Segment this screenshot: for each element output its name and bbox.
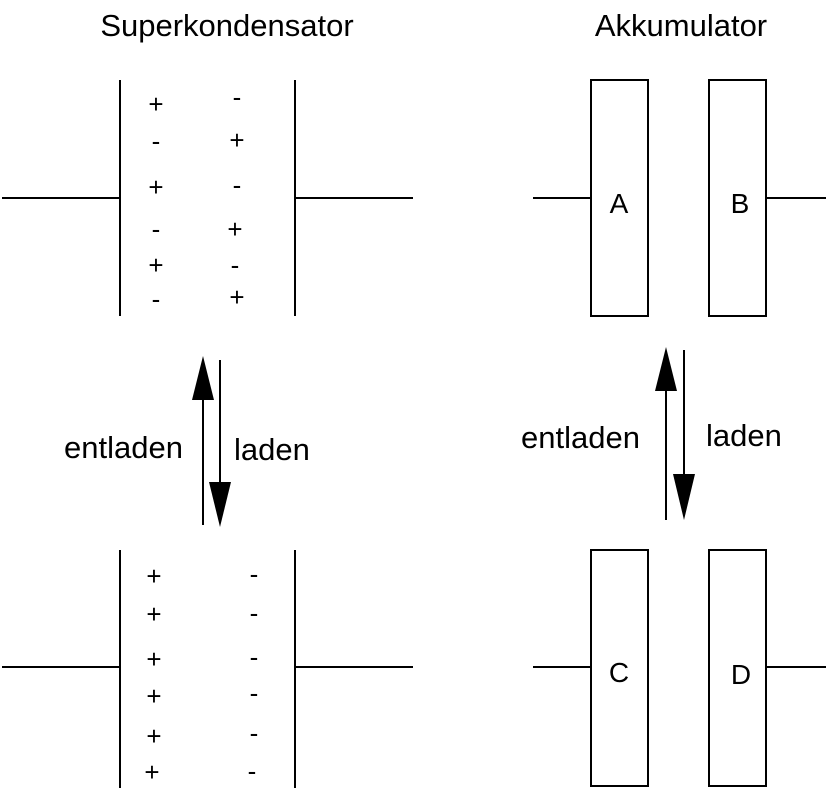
charge-sign: - (152, 214, 161, 244)
battery-charge-label: laden (706, 418, 782, 453)
charge-sign: - (250, 678, 259, 708)
charge-arrow-head (209, 482, 231, 527)
electrode-b-label: B (731, 188, 750, 219)
charge-sign: - (250, 642, 259, 672)
charge-sign: + (146, 561, 161, 591)
charge-sign: - (152, 126, 161, 156)
battery-discharged: C D (533, 549, 826, 787)
charge-sign: + (148, 172, 163, 202)
charge-sign: - (152, 284, 161, 314)
supercap-charge-label: laden (234, 432, 310, 467)
electrode-d (708, 549, 767, 787)
electrode-c-label: C (609, 657, 629, 688)
charge-arrow-head (673, 474, 695, 520)
charge-sign: + (146, 721, 161, 751)
charge-sign: - (233, 170, 242, 200)
charge-sign: - (250, 559, 259, 589)
discharge-arrow-head (655, 347, 677, 391)
battery-discharge-label: entladen (521, 420, 640, 455)
charge-sign: + (148, 250, 163, 280)
charge-sign: - (231, 250, 240, 280)
electrode-b (708, 79, 767, 317)
charge-sign: - (250, 718, 259, 748)
electrode-d-label: D (731, 659, 751, 690)
battery-charged: A B (533, 79, 826, 317)
electrode-a-label: A (610, 188, 629, 219)
supercap-charged: + - + - + - - + - + - + (2, 80, 413, 316)
electrode-c (590, 549, 649, 787)
electrode-a (590, 79, 649, 317)
charge-sign: + (229, 282, 244, 312)
charge-sign: + (227, 214, 242, 244)
charge-sign: - (233, 82, 242, 112)
charge-sign: - (248, 756, 257, 786)
battery-title: Akkumulator (595, 8, 767, 43)
supercap-title: Superkondensator (100, 8, 353, 43)
battery-arrows: entladen laden (521, 347, 782, 520)
charge-sign: + (148, 89, 163, 119)
charge-sign: - (250, 598, 259, 628)
supercap-discharged: + + + + + + - - - - - - (2, 550, 413, 788)
charge-sign: + (229, 125, 244, 155)
charge-sign: + (146, 681, 161, 711)
discharge-arrow-head (192, 356, 214, 400)
supercap-discharge-label: entladen (64, 430, 183, 465)
supercap-arrows: entladen laden (64, 356, 310, 527)
charge-sign: + (146, 644, 161, 674)
charge-sign: + (144, 757, 159, 787)
charge-sign: + (146, 599, 161, 629)
